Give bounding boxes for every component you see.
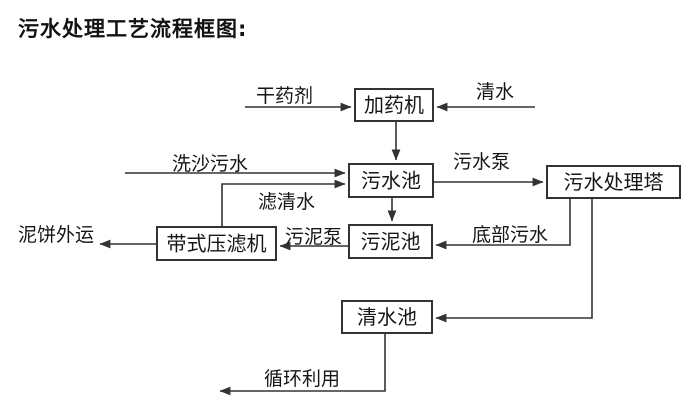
sludge-pool-label: 污泥池	[361, 230, 421, 254]
filtered-water-label: 滤清水	[258, 191, 315, 213]
belt-filter-press-node: 带式压滤机	[156, 226, 277, 261]
filtered-water-flow-arrow	[221, 179, 346, 227]
recycle-flow-arrow	[219, 333, 386, 396]
clear-water-label: 清水	[476, 81, 514, 103]
clear-water-pool-box	[341, 300, 433, 334]
dry-agent-label: 干药剂	[256, 85, 313, 107]
sewage-pool-node: 污水池	[348, 163, 434, 198]
dosing-machine-box	[354, 88, 434, 122]
treatment-tower-node: 污水处理塔	[546, 165, 681, 199]
treatment-tower-label: 污水处理塔	[564, 170, 664, 194]
tower-to-clear-water-pool-arrow	[435, 198, 593, 323]
sludge-pool-node: 污泥池	[348, 224, 433, 259]
bottom-sewage-label: 底部污水	[472, 224, 548, 246]
dosing-machine-node: 加药机	[354, 88, 434, 122]
clear-water-pool-node: 清水池	[341, 300, 433, 334]
sewage-pool-box	[348, 163, 434, 198]
diagram-title: 污水处理工艺流程框图:	[18, 17, 248, 41]
clear-water-pool-label: 清水池	[357, 305, 417, 329]
recycle-use-label: 循环利用	[264, 368, 340, 390]
belt-filter-press-box	[156, 226, 277, 261]
sewage-pool-label: 污水池	[361, 169, 421, 193]
bottom-sewage-flow-arrow	[435, 198, 571, 250]
sewage-pump-label: 污水泵	[453, 151, 510, 173]
treatment-tower-box	[546, 165, 681, 199]
dosing-machine-label: 加药机	[364, 93, 424, 117]
mud-cake-out-label: 泥饼外运	[18, 224, 94, 246]
sludge-pool-box	[348, 224, 433, 259]
sand-washing-sewage-label: 洗沙污水	[172, 153, 248, 175]
sludge-pump-label: 污泥泵	[285, 226, 342, 248]
belt-filter-press-label: 带式压滤机	[167, 232, 267, 256]
